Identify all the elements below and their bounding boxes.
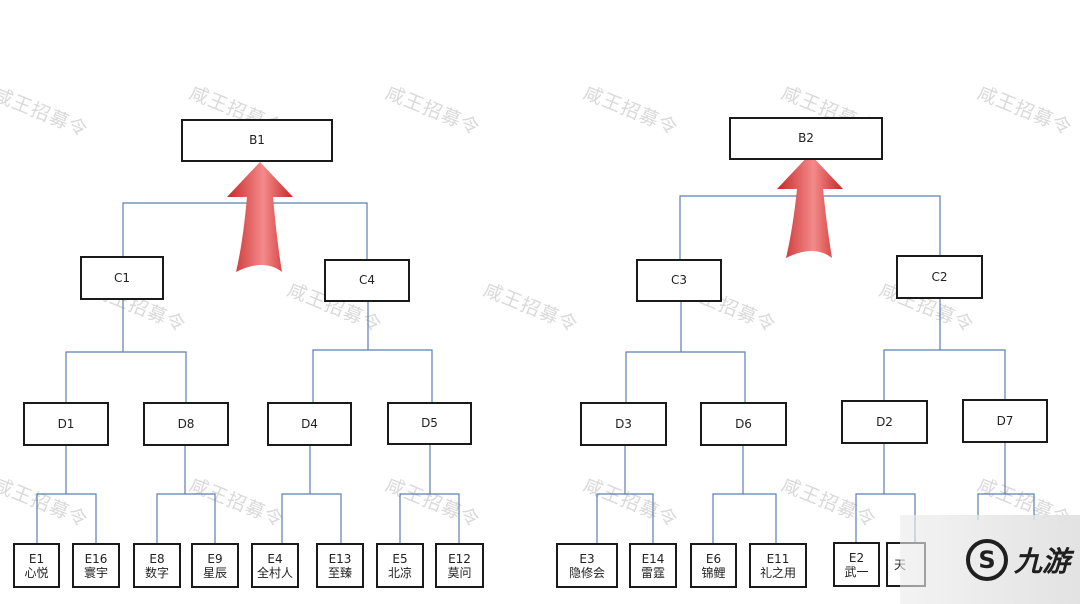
node-b2: B2: [729, 117, 883, 160]
team-code: E12: [448, 551, 471, 566]
team-code: E9: [207, 551, 223, 566]
team-name: 雷霆: [640, 565, 665, 580]
connector-d8: [156, 446, 216, 543]
team-code: E13: [328, 551, 352, 566]
connector-b1-final: [122, 202, 368, 259]
node-e1: E1 心悦: [13, 543, 60, 588]
connector-c1: [65, 300, 187, 402]
node-c2: C2: [896, 255, 983, 299]
node-e2: E2 武一: [833, 542, 880, 587]
jiuyou-logo: S 九游: [900, 515, 1080, 604]
team-name: 北凉: [387, 565, 412, 580]
team-name: 全村人: [256, 565, 293, 580]
node-d5: D5: [387, 402, 472, 445]
team-name: 武一: [844, 564, 869, 579]
node-e11: E11 礼之用: [749, 543, 807, 588]
team-code: E14: [641, 551, 665, 566]
connector-d5: [399, 445, 460, 543]
node-d3: D3: [580, 402, 667, 446]
node-e9: E9 星辰: [191, 543, 239, 588]
team-name: 锦鲤: [701, 565, 726, 580]
advance-arrow-b2: [777, 154, 843, 258]
connector-d4: [281, 446, 342, 543]
team-code: E5: [392, 551, 408, 566]
node-d1: D1: [23, 402, 109, 446]
node-c3: C3: [636, 259, 722, 302]
node-e3: E3 隐修会: [556, 543, 618, 588]
node-e8: E8 数字: [133, 543, 181, 588]
connector-d1: [36, 446, 97, 543]
node-e12: E12 莫问: [435, 543, 484, 588]
team-code: E1: [28, 551, 45, 566]
node-b1: B1: [181, 119, 333, 162]
connector-d6: [712, 446, 777, 543]
node-e14: E14 雷霆: [629, 543, 677, 588]
team-code: E4: [267, 551, 283, 566]
node-e6: E6 锦鲤: [690, 543, 737, 588]
logo-text: 九游: [1013, 544, 1070, 578]
team-name: 莫问: [447, 565, 472, 580]
node-e16: E16 寰宇: [72, 543, 120, 588]
node-c4: C4: [324, 259, 410, 302]
connector-c2: [883, 299, 1006, 400]
connector-c3: [625, 302, 746, 402]
node-d8: D8: [143, 402, 229, 446]
node-d4: D4: [267, 402, 352, 446]
connector-c4: [312, 302, 433, 402]
advance-arrow-b1: [227, 162, 293, 272]
team-code: E11: [766, 551, 790, 566]
node-d6: D6: [700, 402, 787, 446]
team-name: 隐修会: [568, 565, 605, 580]
team-name: 至臻: [327, 565, 352, 580]
team-code: E2: [848, 550, 865, 565]
team-code: E3: [579, 551, 595, 566]
node-d2: D2: [841, 400, 928, 444]
team-name: 礼之用: [759, 565, 796, 580]
node-e13: E13 至臻: [316, 543, 364, 588]
team-name: 数字: [144, 565, 169, 580]
team-code: E16: [84, 551, 108, 566]
team-name: 寰宇: [83, 565, 108, 580]
node-e5: E5 北凉: [376, 543, 424, 588]
connector-d7: [977, 443, 1035, 520]
connector-d3: [596, 446, 654, 543]
node-d7: D7: [962, 399, 1048, 443]
team-code: E6: [705, 551, 722, 566]
team-name: 心悦: [24, 565, 49, 580]
logo-s-icon: S: [965, 538, 1008, 581]
team-code: E8: [149, 551, 165, 566]
node-c1: C1: [80, 256, 164, 300]
node-e4: E4 全村人: [251, 543, 299, 588]
team-name: 星辰: [202, 565, 227, 580]
